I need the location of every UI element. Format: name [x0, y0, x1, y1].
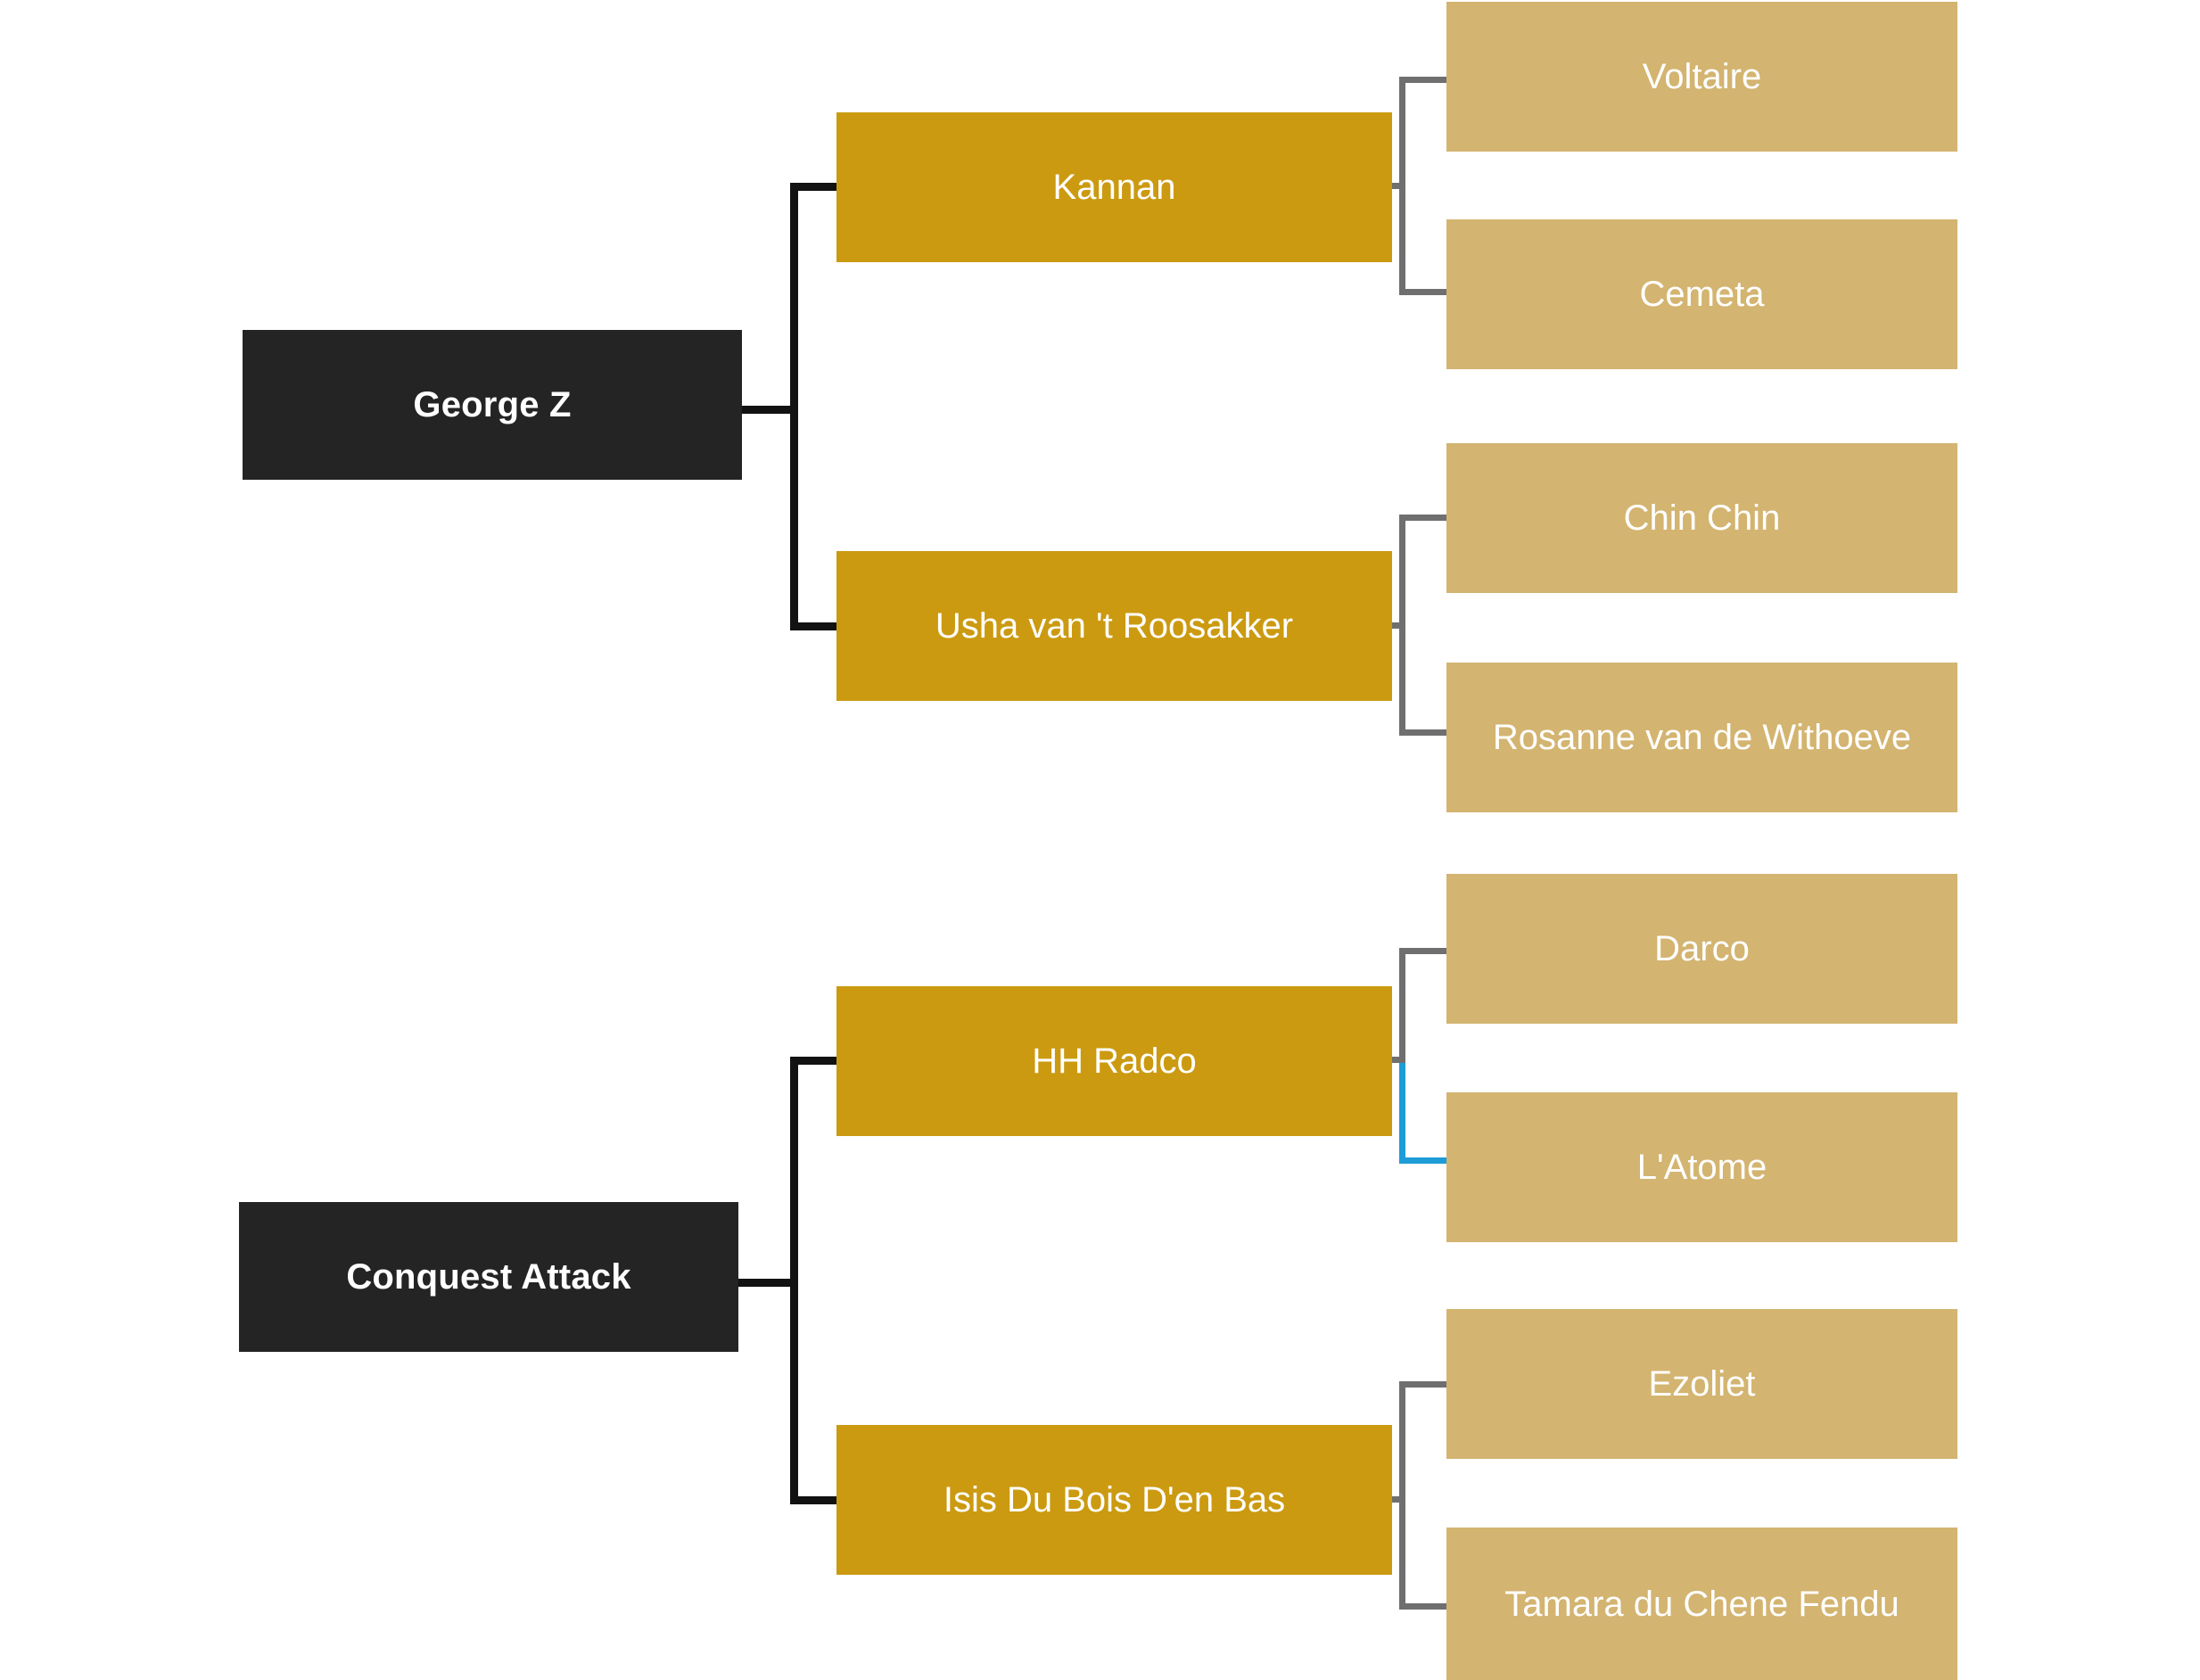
connector-radco-trunk-upper: [1399, 948, 1405, 1063]
node-hh-radco[interactable]: HH Radco: [836, 986, 1392, 1136]
node-ezoliet[interactable]: Ezoliet: [1446, 1309, 1957, 1459]
connector-conquest-to-isis: [790, 1496, 836, 1504]
node-label: Chin Chin: [1623, 498, 1781, 538]
node-cemeta[interactable]: Cemeta: [1446, 219, 1957, 369]
connector-georgez-to-kannan: [790, 183, 836, 191]
node-label: Tamara du Chene Fendu: [1504, 1584, 1899, 1624]
node-label: Isis Du Bois D'en Bas: [943, 1480, 1286, 1519]
connector-usha-trunk: [1399, 515, 1405, 736]
node-label: HH Radco: [1032, 1042, 1197, 1081]
node-label: Ezoliet: [1648, 1364, 1756, 1404]
connector-radco-to-latome: [1399, 1157, 1448, 1164]
node-darco[interactable]: Darco: [1446, 874, 1957, 1024]
connector-conquest-to-radco: [790, 1057, 836, 1065]
node-label: Darco: [1654, 929, 1750, 968]
node-rosanne-van-de-withoeve[interactable]: Rosanne van de Withoeve: [1446, 663, 1957, 812]
node-conquest-attack[interactable]: Conquest Attack: [239, 1202, 738, 1352]
node-label: Usha van 't Roosakker: [935, 606, 1294, 646]
node-voltaire[interactable]: Voltaire: [1446, 2, 1957, 152]
node-label: Conquest Attack: [346, 1257, 631, 1297]
node-usha-van-t-roosakker[interactable]: Usha van 't Roosakker: [836, 551, 1392, 701]
connector-georgez-trunk: [790, 183, 798, 630]
node-george-z[interactable]: George Z: [243, 330, 742, 480]
node-label: George Z: [413, 385, 572, 424]
connector-usha-to-rosanne: [1399, 729, 1448, 736]
connector-radco-to-darco: [1399, 948, 1448, 954]
node-latome[interactable]: L'Atome: [1446, 1092, 1957, 1242]
node-chin-chin[interactable]: Chin Chin: [1446, 443, 1957, 593]
connector-kannan-trunk: [1399, 77, 1405, 295]
node-label: Rosanne van de Withoeve: [1492, 718, 1912, 757]
connector-isis-to-tamara: [1399, 1603, 1448, 1610]
node-label: Cemeta: [1639, 275, 1765, 314]
connector-kannan-to-cemeta: [1399, 289, 1448, 295]
node-label: L'Atome: [1636, 1148, 1767, 1187]
node-label: Voltaire: [1642, 57, 1762, 96]
connector-isis-trunk: [1399, 1381, 1405, 1610]
node-kannan[interactable]: Kannan: [836, 112, 1392, 262]
connector-georgez-to-usha: [790, 622, 836, 630]
connector-conquest-trunk: [790, 1057, 798, 1504]
connector-isis-to-ezoliet: [1399, 1381, 1448, 1388]
connector-kannan-to-voltaire: [1399, 77, 1448, 83]
connector-radco-to-latome-trunk: [1399, 1063, 1405, 1164]
node-tamara-du-chene-fendu[interactable]: Tamara du Chene Fendu: [1446, 1528, 1957, 1680]
node-isis-du-bois-den-bas[interactable]: Isis Du Bois D'en Bas: [836, 1425, 1392, 1575]
node-label: Kannan: [1052, 168, 1176, 207]
connector-usha-to-chinchin: [1399, 515, 1448, 521]
